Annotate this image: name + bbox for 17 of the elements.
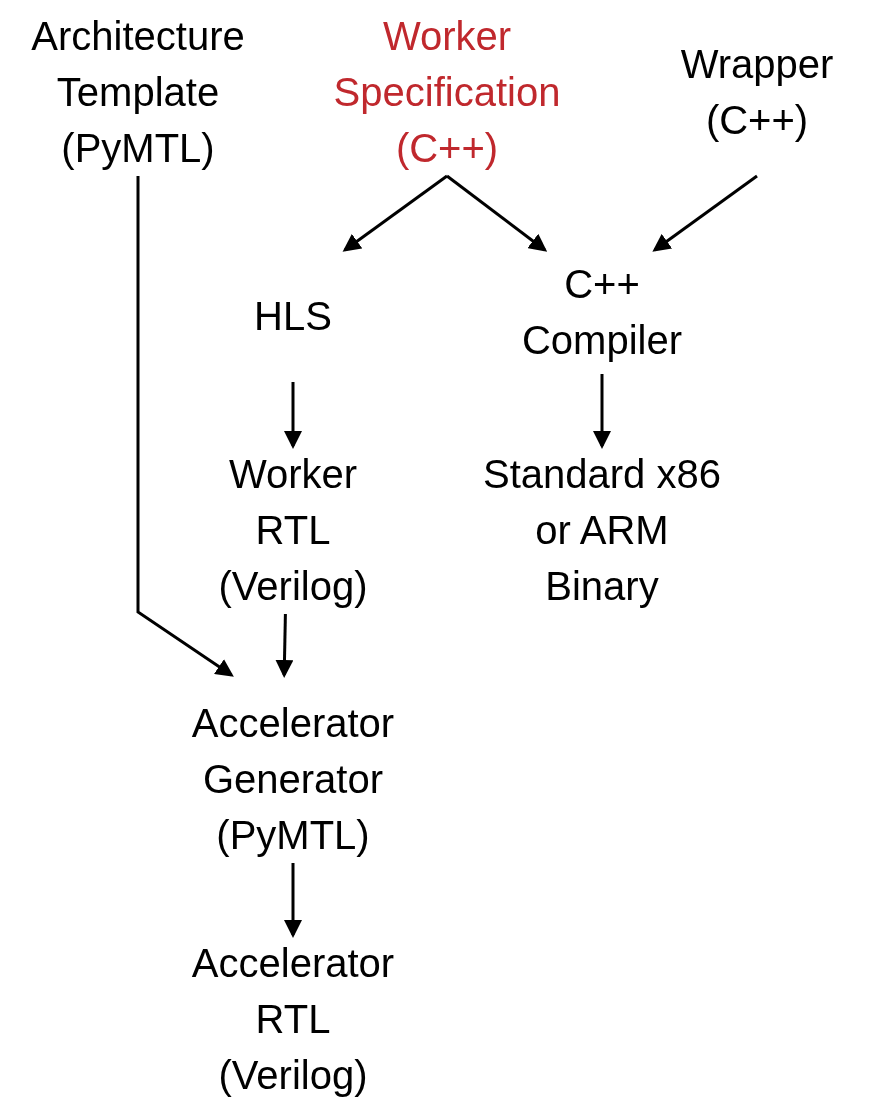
arrow xyxy=(446,174,548,252)
arrow xyxy=(342,174,448,252)
node-label: Standard x86 or ARM Binary xyxy=(482,451,722,610)
node-label: Worker RTL (Verilog) xyxy=(217,451,369,610)
arrow xyxy=(284,863,302,938)
node-label: C++ Compiler xyxy=(520,261,683,364)
node-label: Accelerator RTL (Verilog) xyxy=(190,940,396,1099)
arrow xyxy=(284,382,302,449)
node-label: Architecture Template (PyMTL) xyxy=(30,13,246,172)
node-label: Worker Specification (C++) xyxy=(332,13,562,172)
node-label: HLS xyxy=(254,293,332,340)
arrow xyxy=(652,174,758,252)
arrow xyxy=(593,374,611,449)
node-label: Accelerator Generator (PyMTL) xyxy=(190,700,396,859)
arrow xyxy=(275,613,294,678)
node-label: Wrapper (C++) xyxy=(679,41,835,144)
arrow xyxy=(136,176,234,677)
